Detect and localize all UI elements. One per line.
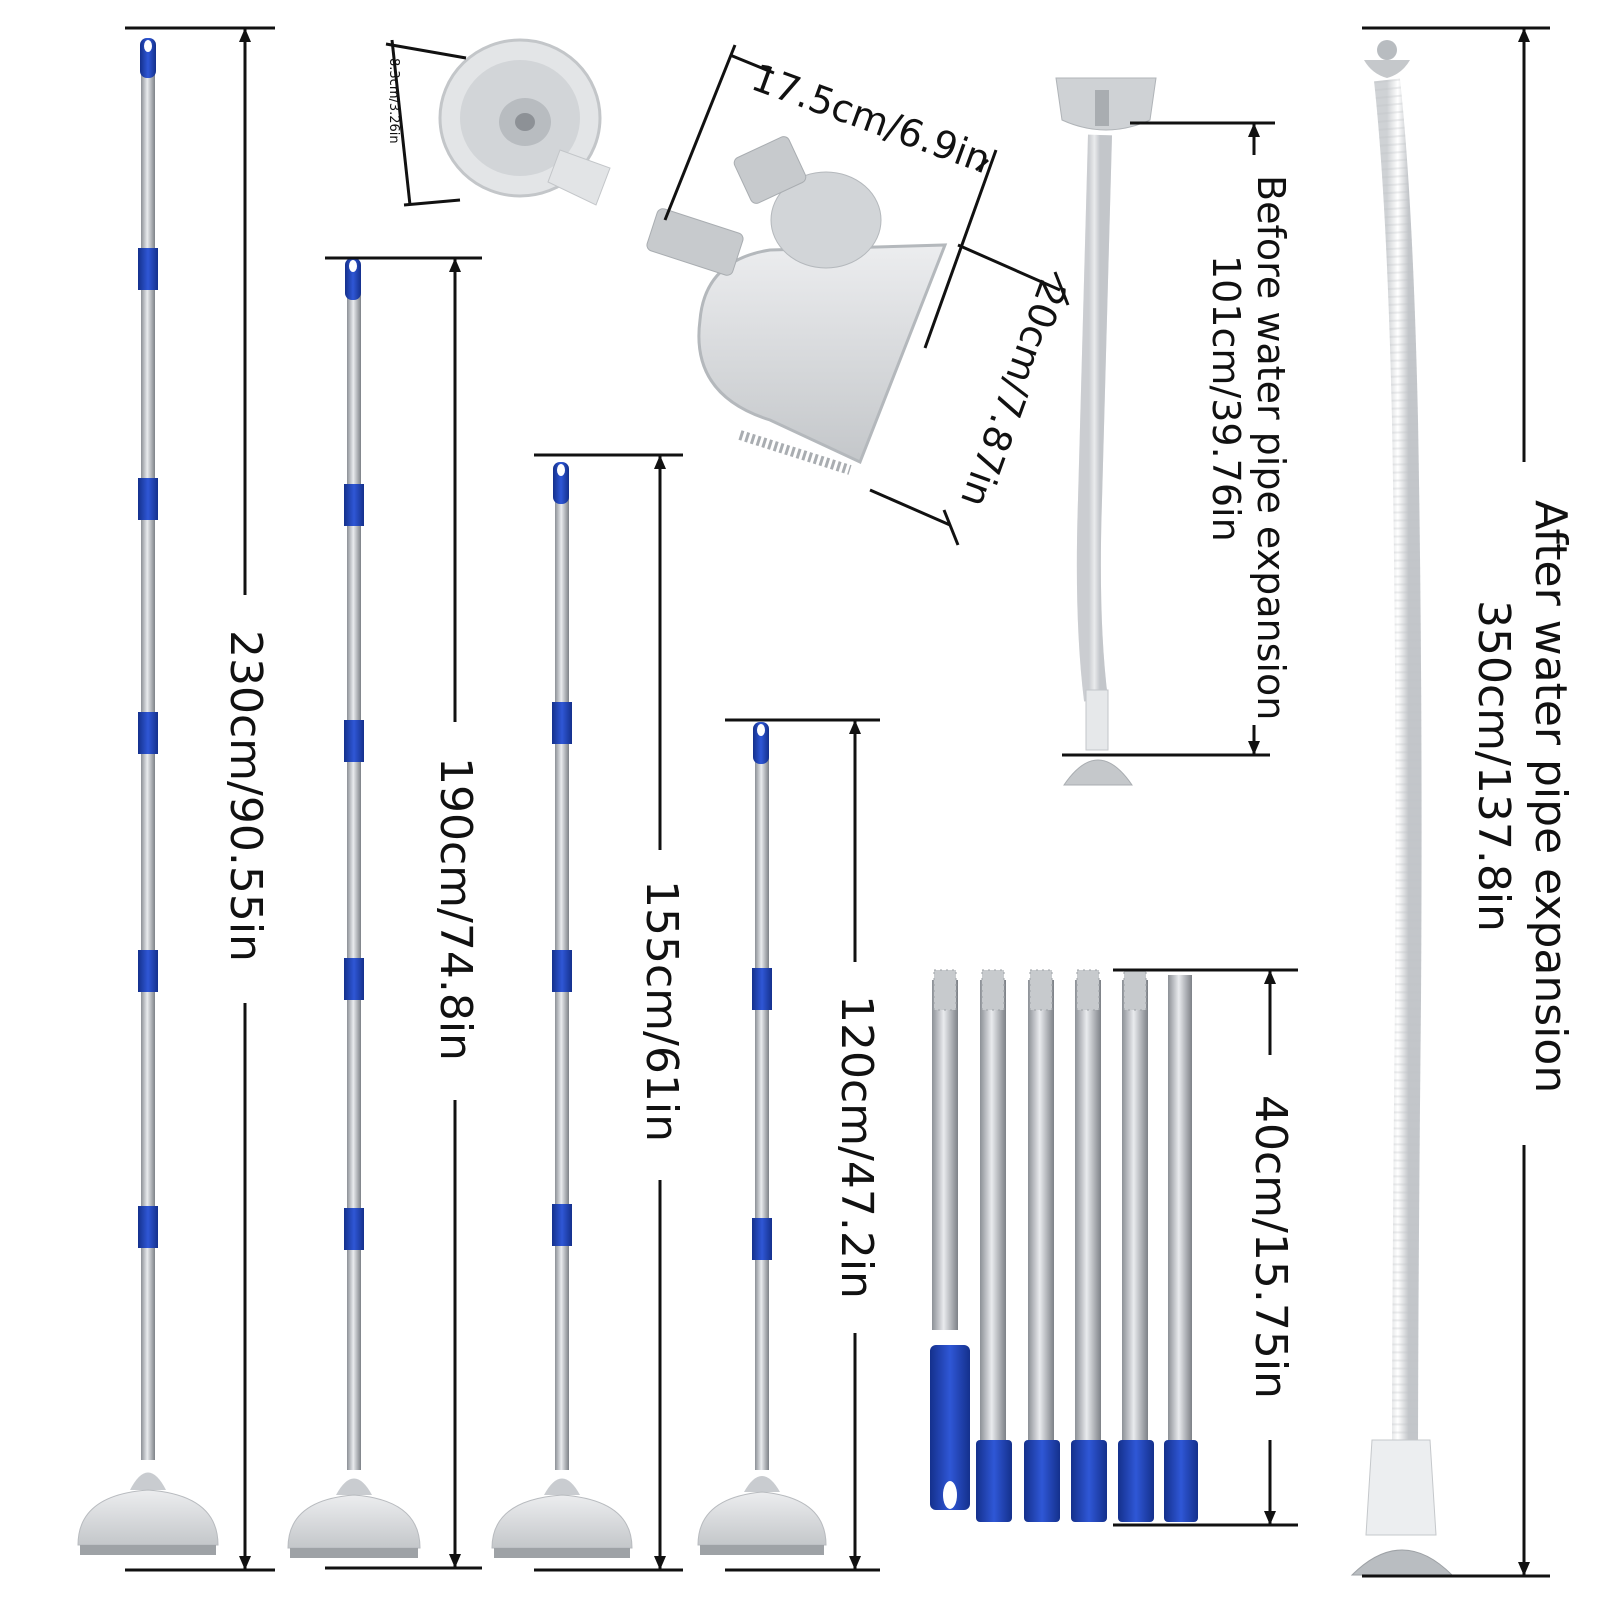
dimension-lines	[125, 26, 1550, 1578]
dimension-label-connector-diameter: 8.3cm/3.26in	[386, 58, 401, 144]
hose-after-expansion	[1350, 40, 1454, 1576]
pipe-after-title: After water pipe expansion	[1525, 500, 1576, 1094]
pipe-before-title: Before water pipe expansion	[1249, 175, 1293, 721]
dimension-label-segment-40: 40cm/15.75in	[1245, 1095, 1296, 1399]
extension-segments	[930, 969, 1198, 1522]
telescopic-pole-155	[491, 462, 633, 1558]
telescopic-pole-190	[287, 258, 421, 1558]
telescopic-pole-120	[697, 722, 827, 1555]
dimension-label-pole-190: 190cm/74.8in	[430, 757, 481, 1061]
vacuum-head	[646, 136, 948, 475]
dimension-label-pole-120: 120cm/47.2in	[831, 995, 882, 1299]
pipe-after-length: 350cm/137.8in	[1468, 600, 1519, 932]
dimension-arrowheads	[239, 28, 1530, 1576]
telescopic-pole-230	[77, 38, 219, 1555]
dimension-label-pole-230: 230cm/90.55in	[220, 630, 271, 962]
hose-connector	[438, 38, 611, 206]
hose-before-expansion	[1055, 77, 1157, 786]
dimension-label-pole-155: 155cm/61in	[636, 880, 687, 1142]
pipe-before-length: 101cm/39.76in	[1204, 255, 1248, 542]
